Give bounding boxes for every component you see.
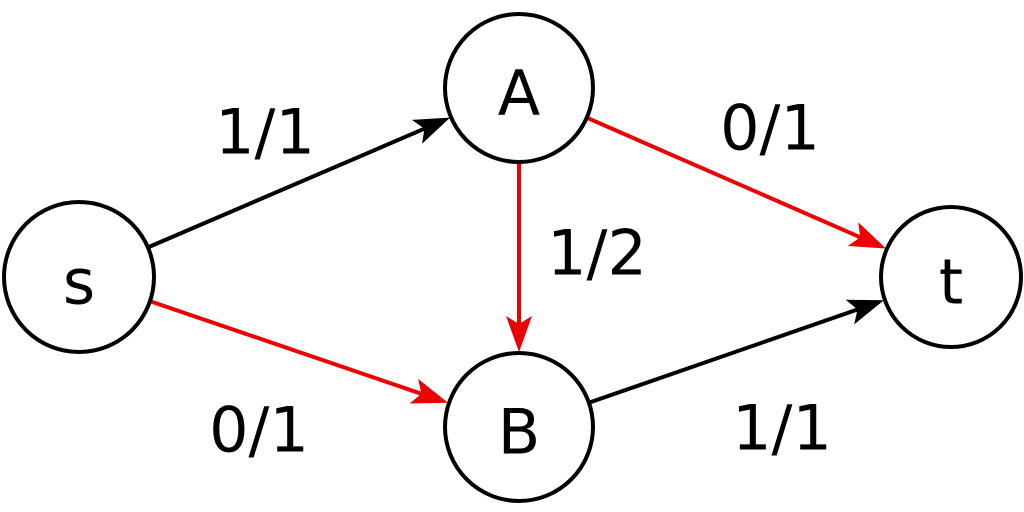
node-B-circle [443, 351, 595, 503]
edge-label-s-to-A: 1/1 [215, 96, 315, 169]
arrowhead-s-to-B-icon [409, 378, 448, 404]
node-t-circle [879, 205, 1023, 349]
node-A-label: A [498, 57, 540, 130]
node-A: A [443, 12, 595, 164]
node-s-label: s [63, 246, 95, 319]
node-B: B [443, 351, 595, 503]
edge-label-s-to-B: 0/1 [209, 394, 309, 467]
arrowhead-A-to-t-icon [847, 222, 886, 249]
arrowhead-s-to-A-icon [411, 117, 451, 144]
edge-s-to-B [150, 299, 423, 396]
edge-label-B-to-t: 1/1 [732, 392, 832, 465]
edge-label-A-to-B: 1/2 [547, 217, 647, 290]
node-B-label: B [498, 396, 541, 469]
node-s-circle [2, 200, 156, 354]
node-t-label: t [939, 246, 963, 319]
edge-A-to-t [586, 116, 862, 240]
node-t: t [879, 205, 1023, 349]
edge-B-to-t [589, 307, 859, 405]
node-A-circle [443, 12, 595, 164]
edge-s-to-A [148, 126, 426, 249]
arrowhead-B-to-t-icon [845, 299, 884, 325]
edge-label-A-to-t: 0/1 [720, 92, 820, 165]
node-s: s [2, 200, 156, 354]
arrowhead-A-to-B-icon [506, 316, 532, 352]
